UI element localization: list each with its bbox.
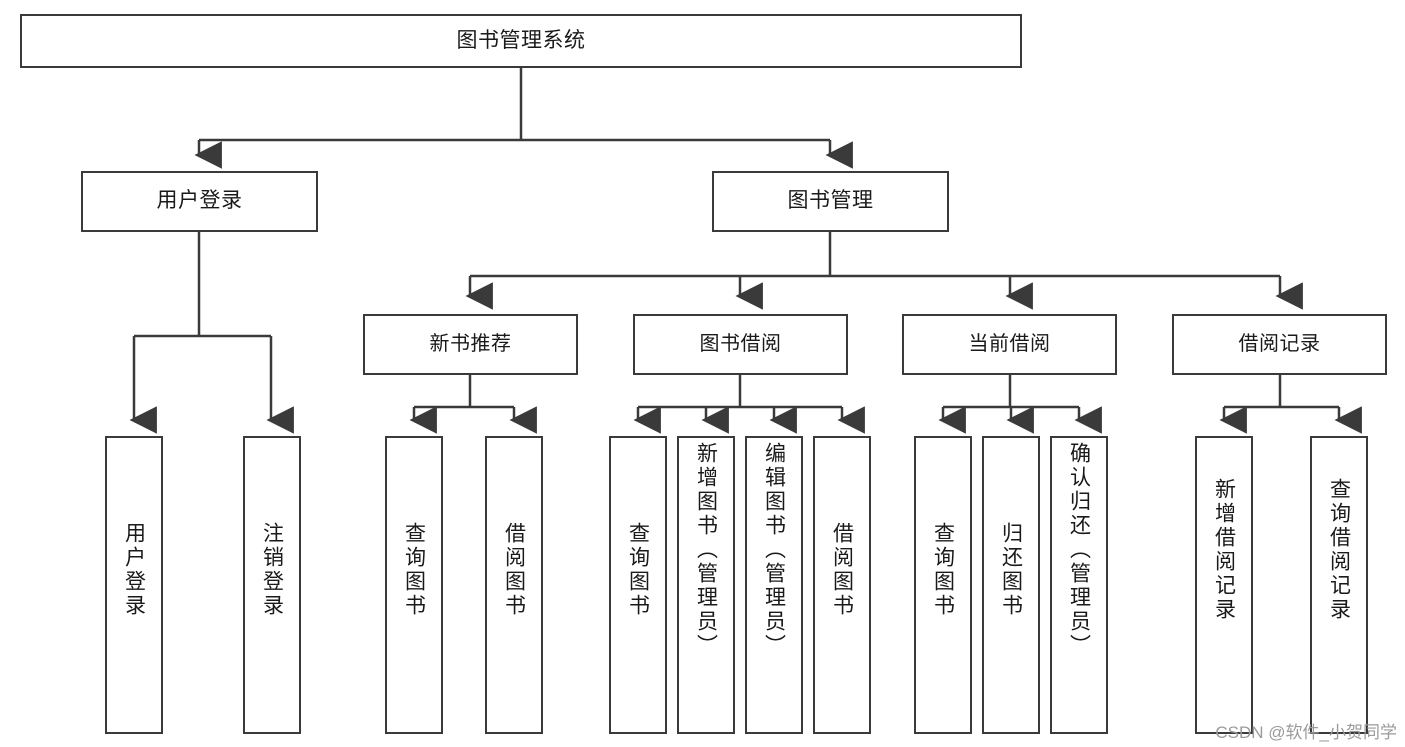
node-new-book-recommend[interactable]: 新书推荐 [363,314,578,375]
node-book-borrow[interactable]: 图书借阅 [633,314,848,375]
node-label: 借阅图书 [502,522,526,618]
leaf-current-confirm-return-admin[interactable]: 确认归还（管理员） [1050,436,1108,734]
node-label: 图书借阅 [699,332,782,355]
leaf-recommend-borrow-book[interactable]: 借阅图书 [485,436,543,734]
node-label: 用户登录 [156,189,243,213]
node-current-borrow[interactable]: 当前借阅 [902,314,1117,375]
node-label: 借阅记录 [1238,332,1321,355]
node-user-login[interactable]: 用户登录 [81,171,318,232]
node-label: 图书管理系统 [456,28,586,52]
leaf-current-query-book[interactable]: 查询图书 [914,436,972,734]
leaf-record-add-record[interactable]: 新增借阅记录 [1195,436,1253,734]
leaf-current-return-book[interactable]: 归还图书 [982,436,1040,734]
node-label: 查询借阅记录 [1327,478,1351,622]
node-label: 归还图书 [999,522,1023,618]
node-label: 查询图书 [931,522,955,618]
node-borrow-record[interactable]: 借阅记录 [1172,314,1387,375]
node-label: 新增借阅记录 [1212,478,1236,622]
node-label: 查询图书 [402,522,426,618]
node-label: 用户登录 [122,522,146,618]
node-label: 当前借阅 [968,332,1051,355]
leaf-borrow-edit-book-admin[interactable]: 编辑图书（管理员） [745,436,803,734]
leaf-recommend-query-book[interactable]: 查询图书 [385,436,443,734]
node-label: 图书管理 [787,189,874,213]
leaf-user-login-login[interactable]: 用户登录 [105,436,163,734]
leaf-record-query-record[interactable]: 查询借阅记录 [1310,436,1368,734]
node-label: 编辑图书（管理员） [762,442,786,658]
leaf-borrow-borrow-book[interactable]: 借阅图书 [813,436,871,734]
leaf-borrow-query-book[interactable]: 查询图书 [609,436,667,734]
node-label: 新书推荐 [429,332,512,355]
node-root-system[interactable]: 图书管理系统 [20,14,1022,68]
node-label: 确认归还（管理员） [1067,442,1091,658]
leaf-borrow-add-book-admin[interactable]: 新增图书（管理员） [677,436,735,734]
node-label: 注销登录 [260,522,284,618]
node-label: 借阅图书 [830,522,854,618]
node-label: 新增图书（管理员） [694,442,718,658]
node-book-management[interactable]: 图书管理 [712,171,949,232]
watermark-text: CSDN @软件_小贺同学 [1215,723,1397,742]
leaf-user-login-logout[interactable]: 注销登录 [243,436,301,734]
node-label: 查询图书 [626,522,650,618]
